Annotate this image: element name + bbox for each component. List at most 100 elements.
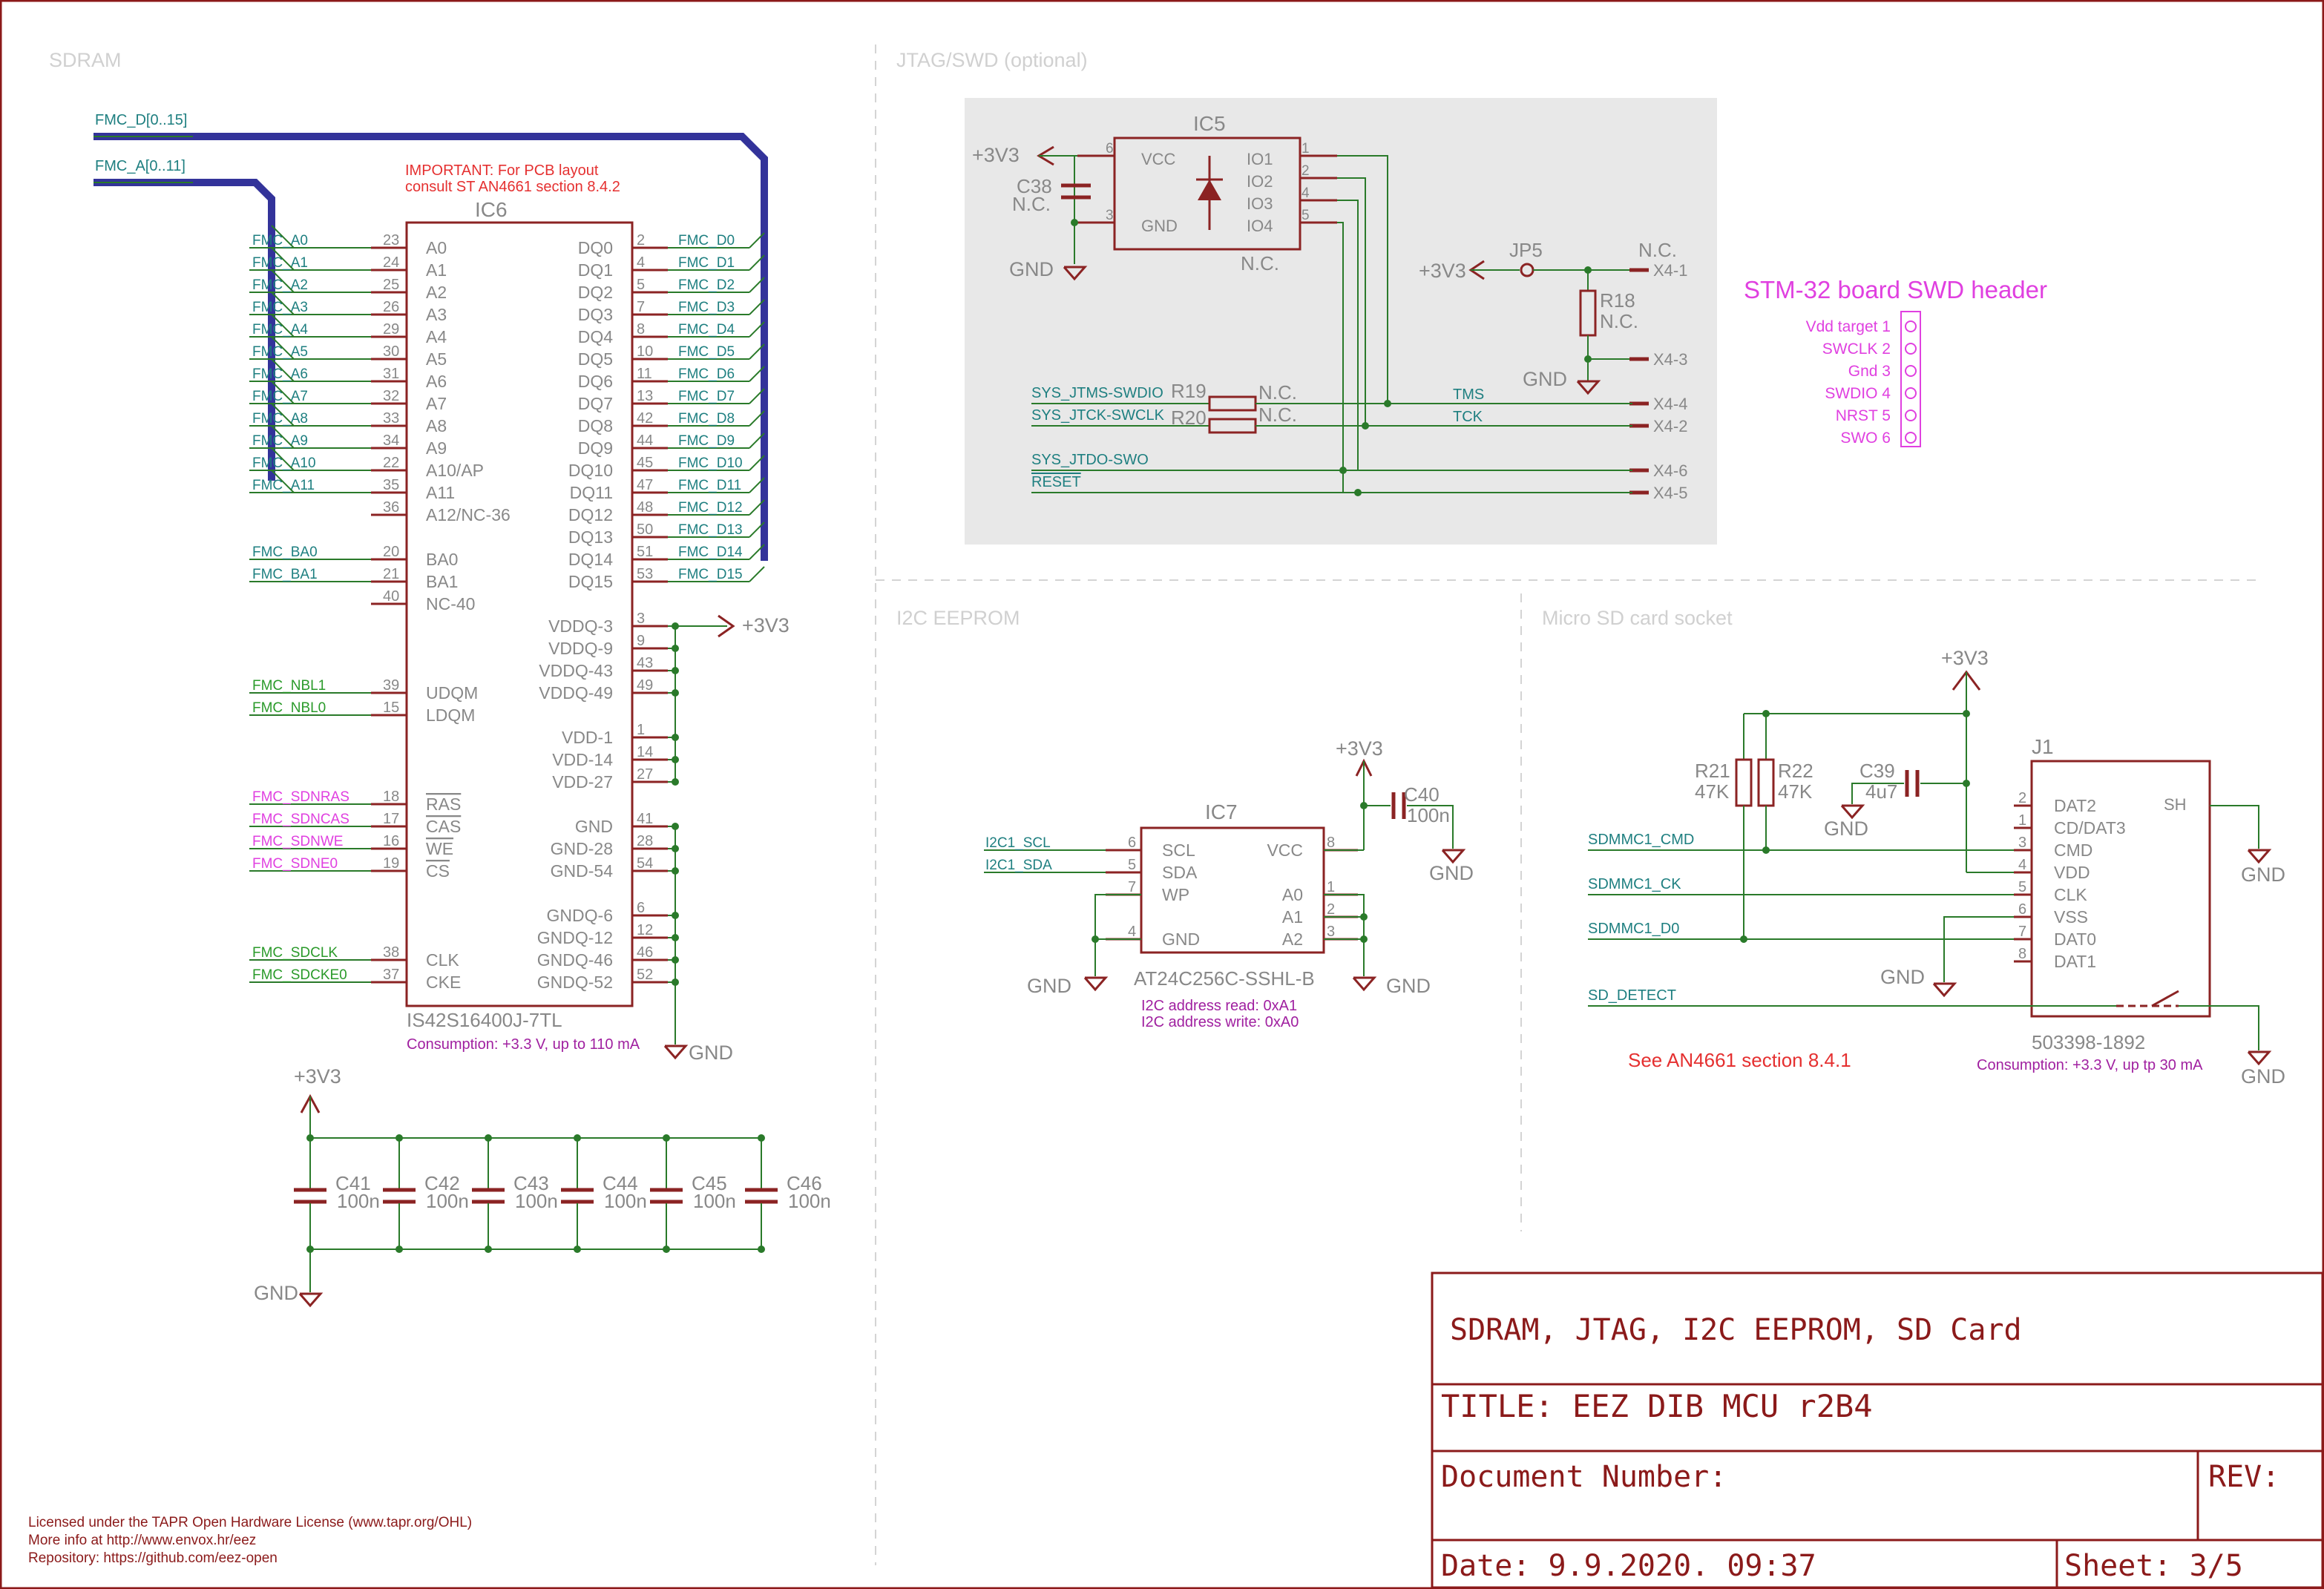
ic6-pin-name: VDD-1 xyxy=(562,728,613,747)
ic6-pin-num: 13 xyxy=(637,388,653,404)
ic6-pin-num: 35 xyxy=(383,477,399,493)
ic6-net-fmc_ba0: FMC_BA0 xyxy=(252,545,318,560)
ic7-note-read: I2C address read: 0xA1 xyxy=(1141,998,1297,1014)
ic7-pin-name: A2 xyxy=(1282,930,1303,949)
important-note-line1: IMPORTANT: For PCB layout xyxy=(405,162,599,179)
net-tck: TCK xyxy=(1453,409,1483,425)
swd-header-pin-icon xyxy=(1905,320,1917,332)
ic6-pin-num: 6 xyxy=(637,900,645,916)
ic6-pin-name: GND xyxy=(575,817,613,836)
ic6-net-fmc_d12: FMC_D12 xyxy=(678,500,743,516)
j1-pin-name: CMD xyxy=(2054,840,2092,860)
ic7-wp-gnd: GND xyxy=(1027,975,1071,997)
c40-ref: C40 xyxy=(1404,783,1440,806)
ic6-pin-name: DQ12 xyxy=(568,505,613,524)
x4-pin-label: X4-1 xyxy=(1653,261,1687,280)
ic6-pin-name: DQ15 xyxy=(568,572,613,591)
ic6-pin-num: 8 xyxy=(637,321,645,338)
ic6-pin-num: 24 xyxy=(383,254,399,271)
j1-consumption: Consumption: +3.3 V, up tp 30 mA xyxy=(1977,1057,2203,1073)
net-sd-ck: SDMMC1_CK xyxy=(1588,876,1681,892)
ic7-body xyxy=(1140,826,1325,954)
j1-pin-name: DAT1 xyxy=(2054,952,2096,971)
ic6-pin-name: VDDQ-43 xyxy=(539,661,613,680)
ic7-pin-num: 7 xyxy=(1128,879,1136,895)
ic6-pin-name: A3 xyxy=(426,305,447,324)
section-title-jtag: JTAG/SWD (optional) xyxy=(896,49,1088,71)
ic6-pin-name: BA1 xyxy=(426,572,458,591)
ic6-pin-name: DQ13 xyxy=(568,527,613,547)
jtag-section: IC5 VCC GND IO1 IO2 IO3 IO4 N.C. 6 3 1 2… xyxy=(965,98,2047,545)
ic6-pin-name: GNDQ-46 xyxy=(537,950,613,970)
swd-header-pin-label: SWCLK 2 xyxy=(1822,340,1891,358)
ic6-pin-name: GND-54 xyxy=(551,861,614,881)
ic6-pin-name: A4 xyxy=(426,327,447,346)
ic7-pin-num: 4 xyxy=(1128,924,1136,940)
ic6-pin-num: 3 xyxy=(637,611,645,627)
decap-ref: C45 xyxy=(692,1172,727,1194)
ic5-pin-io4-num: 5 xyxy=(1301,208,1310,223)
license-line1: Licensed under the TAPR Open Hardware Li… xyxy=(28,1515,472,1530)
ic6-pin-name: WE xyxy=(426,839,453,858)
r19-value: N.C. xyxy=(1258,381,1297,404)
ic6-pin-name: DQ14 xyxy=(568,550,613,569)
ic7-pin-num: 8 xyxy=(1327,835,1335,851)
ic6-net-fmc_a5: FMC_A5 xyxy=(252,344,308,360)
ic6-pin-num: 23 xyxy=(383,232,399,249)
ic5-io1: IO1 xyxy=(1247,150,1273,168)
ic6-pin-num: 15 xyxy=(383,700,399,716)
swd-header-pin-label: SWO 6 xyxy=(1840,430,1891,447)
ic6-body xyxy=(405,221,634,1007)
title-block-rev: REV: xyxy=(2208,1460,2279,1494)
ic6-part: IS42S16400J-7TL xyxy=(407,1009,562,1031)
ic7-pin-name: A0 xyxy=(1282,885,1303,904)
j1-pin-num: 4 xyxy=(2018,857,2026,873)
ic6-pin-num: 2 xyxy=(637,232,645,249)
ic6-pin-num: 33 xyxy=(383,410,399,427)
section-title-i2c: I2C EEPROM xyxy=(896,607,1020,629)
ic6-pin-num: 52 xyxy=(637,967,653,983)
jp5-nc: N.C. xyxy=(1638,239,1677,261)
ic6-pin-num: 34 xyxy=(383,432,399,449)
ic6-net-fmc_d2: FMC_D2 xyxy=(678,277,735,293)
ic6-pin-name: DQ3 xyxy=(578,305,613,324)
ic6-ref: IC6 xyxy=(475,198,508,221)
title-block-title: TITLE: EEZ DIB MCU r2B4 xyxy=(1441,1388,1873,1424)
ic5-io3: IO3 xyxy=(1247,194,1273,213)
swd-header-pin-label: NRST 5 xyxy=(1836,407,1891,424)
ic6-pin-num: 50 xyxy=(637,522,653,538)
ic6-pin-name: VDDQ-3 xyxy=(548,616,613,636)
license-line3: Repository: https://github.com/eez-open xyxy=(28,1550,278,1566)
ic6-pin-num: 46 xyxy=(637,944,653,961)
ic6-pin-num: 30 xyxy=(383,343,399,360)
ic6-pin-name: A8 xyxy=(426,416,447,435)
ic7-pin-num: 6 xyxy=(1128,835,1136,851)
ic6-consumption: Consumption: +3.3 V, up to 110 mA xyxy=(407,1036,640,1053)
j1-sh-gnd: GND xyxy=(2241,863,2285,886)
ic6-net-fmc_d13: FMC_D13 xyxy=(678,522,743,538)
ic6-net-fmc_a8: FMC_A8 xyxy=(252,411,308,427)
ic6-pin-num: 32 xyxy=(383,388,399,404)
ic6-net-fmc_nbl0: FMC_NBL0 xyxy=(252,700,326,716)
r20-value: N.C. xyxy=(1258,404,1297,426)
ic6-pin-name: DQ4 xyxy=(578,327,614,346)
r18-gnd-net: GND xyxy=(1523,368,1567,390)
ic6-pin-num: 39 xyxy=(383,677,399,694)
ic6-net-fmc_sdcke0: FMC_SDCKE0 xyxy=(252,967,347,983)
ic6-pin-num: 31 xyxy=(383,366,399,382)
ic6-pin-num: 12 xyxy=(637,922,653,938)
r21-value: 47K xyxy=(1695,780,1730,803)
ic6-pin-name: A1 xyxy=(426,260,447,280)
swd-header-pin-icon xyxy=(1905,343,1917,355)
jp5-vcc-net: +3V3 xyxy=(1419,260,1466,282)
x4-pin-label: X4-6 xyxy=(1653,461,1687,480)
decap-ref: C41 xyxy=(335,1172,371,1194)
decoupling-gnd-label: GND xyxy=(254,1282,298,1304)
ic6-pin-num: 48 xyxy=(637,499,653,516)
swd-header-pin-icon xyxy=(1905,387,1917,399)
ic6-net-fmc_d14: FMC_D14 xyxy=(678,545,743,560)
ic6-pin-name: VDD-27 xyxy=(552,772,613,792)
ic7-vcc-net: +3V3 xyxy=(1336,737,1383,760)
ic6-pin-name: GNDQ-52 xyxy=(537,973,613,992)
